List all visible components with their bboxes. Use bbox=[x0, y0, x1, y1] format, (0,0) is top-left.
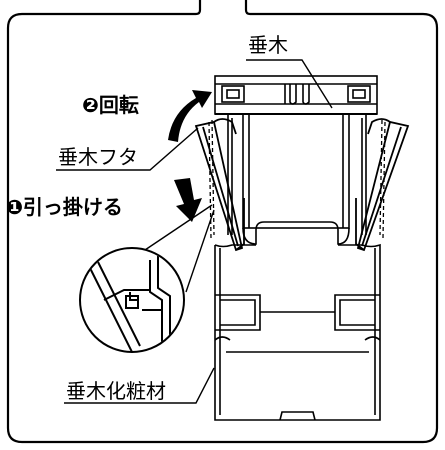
label-step1-hook: ❶引っ掛ける bbox=[6, 195, 123, 219]
down-arrow-icon bbox=[174, 178, 202, 222]
label-mullion: 垂木 bbox=[248, 33, 288, 57]
cover-left bbox=[194, 118, 245, 252]
leader-trim bbox=[64, 367, 215, 404]
detail-magnifier bbox=[79, 204, 215, 353]
label-step2-rotate: ❷回転 bbox=[82, 93, 139, 117]
label-trim: 垂木化粧材 bbox=[66, 379, 166, 403]
outer-frame bbox=[6, 0, 439, 444]
leader-mullion bbox=[246, 59, 333, 109]
cover-right bbox=[355, 118, 410, 252]
label-cover: 垂木フタ bbox=[58, 145, 138, 169]
leader-cover bbox=[56, 127, 199, 171]
curved-rotate-arrow-icon bbox=[168, 90, 212, 142]
